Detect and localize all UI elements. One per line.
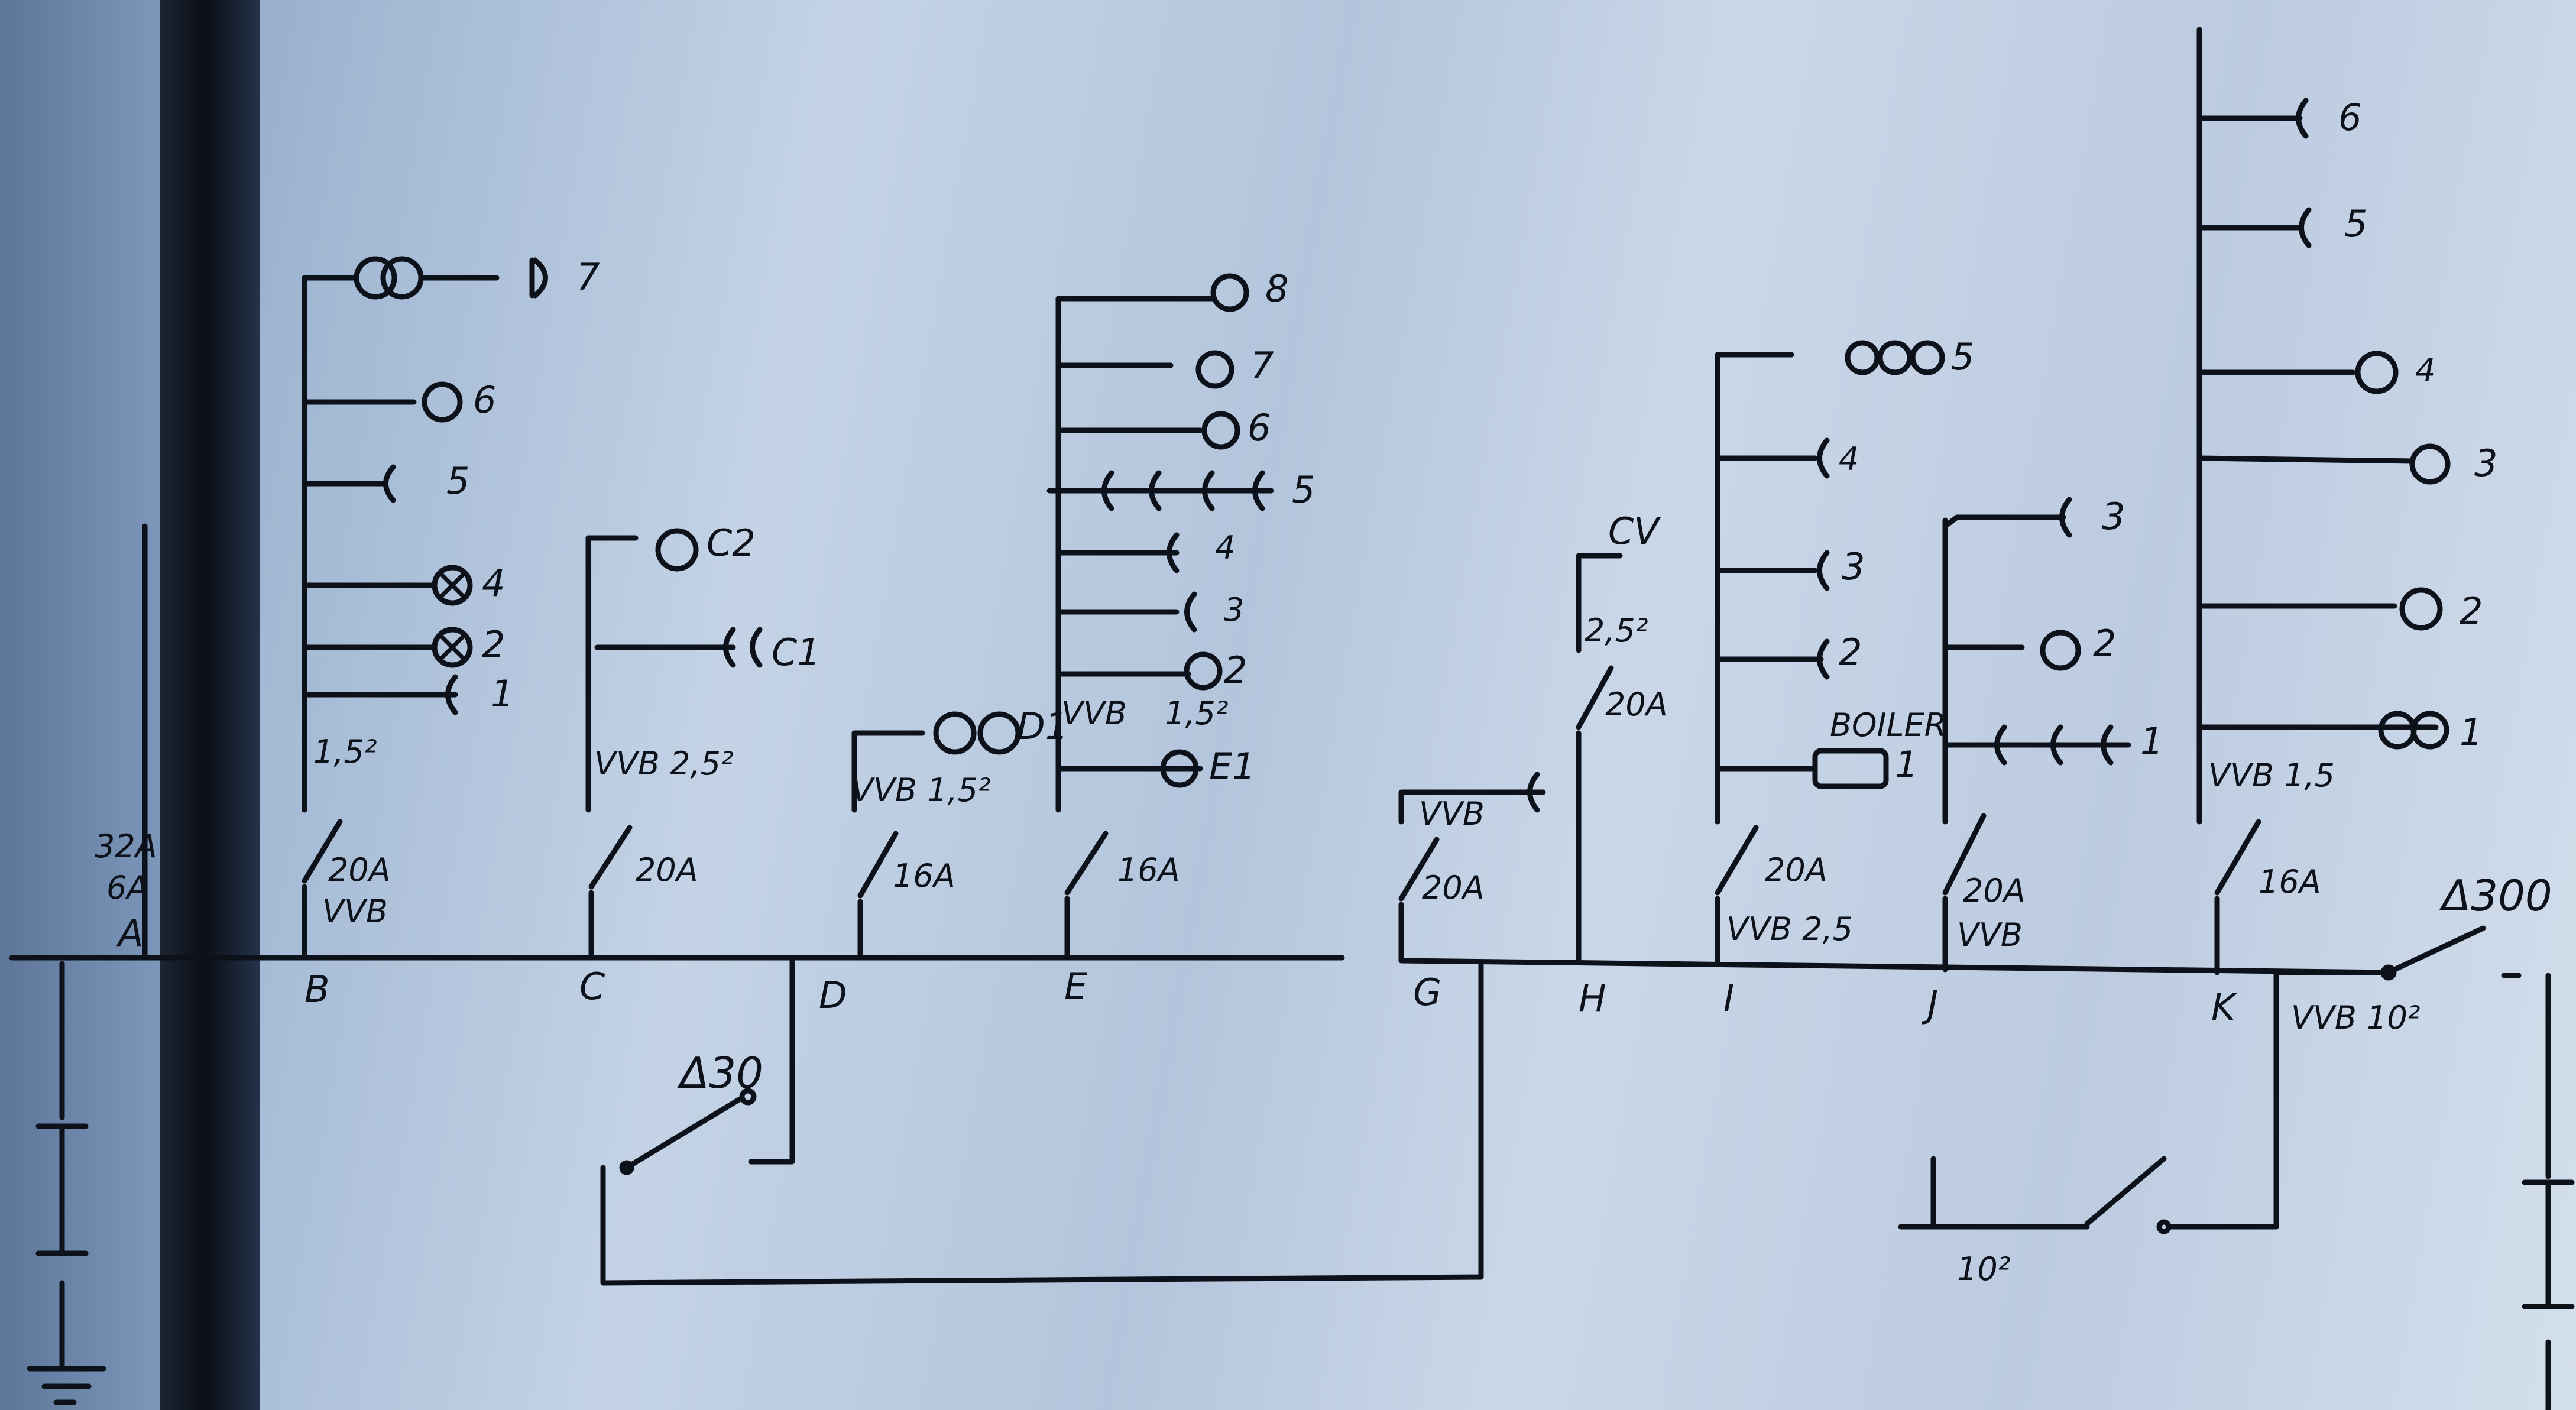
main-breaker-rating: 32A xyxy=(95,828,157,865)
outlet-k-3: 3 xyxy=(2474,442,2497,485)
node-label-c: C xyxy=(579,965,605,1008)
outlet-k-2: 2 xyxy=(2460,589,2483,633)
outlet-k-4: 4 xyxy=(2415,352,2435,389)
node-label-b: B xyxy=(304,968,330,1011)
outlet-i-1: 1 xyxy=(1895,743,1918,786)
circuit-i: 20A VVB 2,5 I BOILER 1 2 3 4 5 xyxy=(1715,335,1974,1020)
differential-30ma: Δ30 xyxy=(600,955,1484,1286)
outlet-c-1: C1 xyxy=(772,631,821,674)
breaker-d-rating: 16A xyxy=(893,857,955,894)
cable-h-type: CV xyxy=(1608,510,1661,553)
breaker-k-rating: 16A xyxy=(2259,863,2321,900)
outlet-e-3: 3 xyxy=(1224,591,1244,628)
differential-300ma: Δ300 VVB 10² 10² xyxy=(1898,871,2552,1288)
outlet-e-5: 5 xyxy=(1292,468,1315,511)
circuit-c: 20A VVB 2,5² C C1 C2 xyxy=(579,521,821,1008)
notebook-binding xyxy=(160,0,260,1410)
circuit-h: CV 2,5² 20A H xyxy=(1576,510,1668,1020)
breaker-h-rating: 20A xyxy=(1605,686,1668,723)
feeder-cable-label: VVB 10² xyxy=(2291,999,2420,1036)
breaker-e-rating: 16A xyxy=(1117,851,1180,889)
outlet-e-7: 7 xyxy=(1250,344,1274,387)
breaker-j-rating: 20A xyxy=(1963,872,2026,909)
outlet-k-6: 6 xyxy=(2338,96,2361,139)
cable-j-type: VVB xyxy=(1957,916,2023,954)
node-label-d: D xyxy=(819,974,847,1017)
outlet-i-5: 5 xyxy=(1951,335,1974,378)
outlet-c-2: C2 xyxy=(707,521,756,565)
outlet-j-2: 2 xyxy=(2093,622,2116,665)
node-label-e: E xyxy=(1064,965,1088,1008)
main-bus-right xyxy=(1398,958,2394,975)
earth-electrode-right xyxy=(2522,973,2575,1410)
outlet-e-6: 6 xyxy=(1248,406,1271,449)
node-label-a: A xyxy=(116,912,143,955)
node-label-i: I xyxy=(1723,977,1734,1020)
breaker-b-rating: 20A xyxy=(328,851,391,889)
node-label-j: J xyxy=(1921,983,1938,1026)
circuit-e: 16A VVB 1,5² E E1 2 3 4 5 6 7 8 xyxy=(1046,267,1315,1008)
left-page-edge xyxy=(0,0,160,1410)
main-breaker-rating-2: 6A xyxy=(106,869,148,906)
outlet-j-3: 3 xyxy=(2102,495,2125,538)
cable-g-type: VVB xyxy=(1419,795,1485,832)
outlet-b-7: 7 xyxy=(576,255,600,299)
node-label-k: K xyxy=(2211,986,2238,1029)
node-label-h: H xyxy=(1579,977,1606,1020)
cable-c-type: VVB 2,5² xyxy=(594,745,734,782)
cable-b-section: 1,5² xyxy=(313,733,377,770)
outlet-k-5: 5 xyxy=(2344,202,2367,245)
outlet-e-4: 4 xyxy=(1215,529,1235,566)
outlet-i-4: 4 xyxy=(1839,440,1859,478)
circuit-k: 16A VVB 1,5 K 1 2 3 4 5 6 xyxy=(2196,27,2497,1029)
outlet-b-4: 4 xyxy=(482,562,505,605)
outlet-i-3: 3 xyxy=(1842,545,1865,588)
cable-e-type: VVB xyxy=(1061,695,1127,732)
cable-h-section: 2,5² xyxy=(1585,612,1648,649)
outlet-i-2: 2 xyxy=(1839,631,1862,674)
outlet-b-5: 5 xyxy=(446,459,469,503)
outlet-e-2: 2 xyxy=(1224,649,1247,692)
cable-b-type: VVB xyxy=(322,893,388,930)
circuit-j: 20A VVB J 1 2 3 xyxy=(1921,495,2163,1026)
cable-d-type: VVB 1,5² xyxy=(851,772,991,809)
outlet-e-8: 8 xyxy=(1265,267,1288,310)
circuit-d: 16A VVB 1,5² D D1 xyxy=(819,705,1068,1017)
outlet-b-1: 1 xyxy=(491,672,514,715)
breaker-g-rating: 20A xyxy=(1422,869,1485,906)
breaker-i-rating: 20A xyxy=(1765,851,1827,889)
boiler-label: BOILER xyxy=(1830,706,1946,744)
outlet-j-1: 1 xyxy=(2140,719,2163,763)
outlet-b-2: 2 xyxy=(482,623,505,666)
cable-i-type: VVB 2,5 xyxy=(1726,910,1853,948)
diff-300-label: Δ300 xyxy=(2439,871,2552,920)
node-label-g: G xyxy=(1413,971,1441,1014)
circuit-g: 20A VVB G xyxy=(1398,772,1546,1014)
outlet-k-1: 1 xyxy=(2460,711,2483,754)
breaker-c-rating: 20A xyxy=(636,851,698,889)
outlet-e-1: E1 xyxy=(1209,745,1256,788)
earth-cable-label: 10² xyxy=(1957,1250,2010,1288)
outlet-b-6: 6 xyxy=(473,378,496,422)
circuit-b: 20A VVB 1,5² B 1 2 4 5 6 7 xyxy=(302,255,600,1011)
diff-30-label: Δ30 xyxy=(677,1048,763,1098)
cable-k-type: VVB 1,5 xyxy=(2208,757,2335,794)
cable-e-section: 1,5² xyxy=(1165,695,1229,732)
